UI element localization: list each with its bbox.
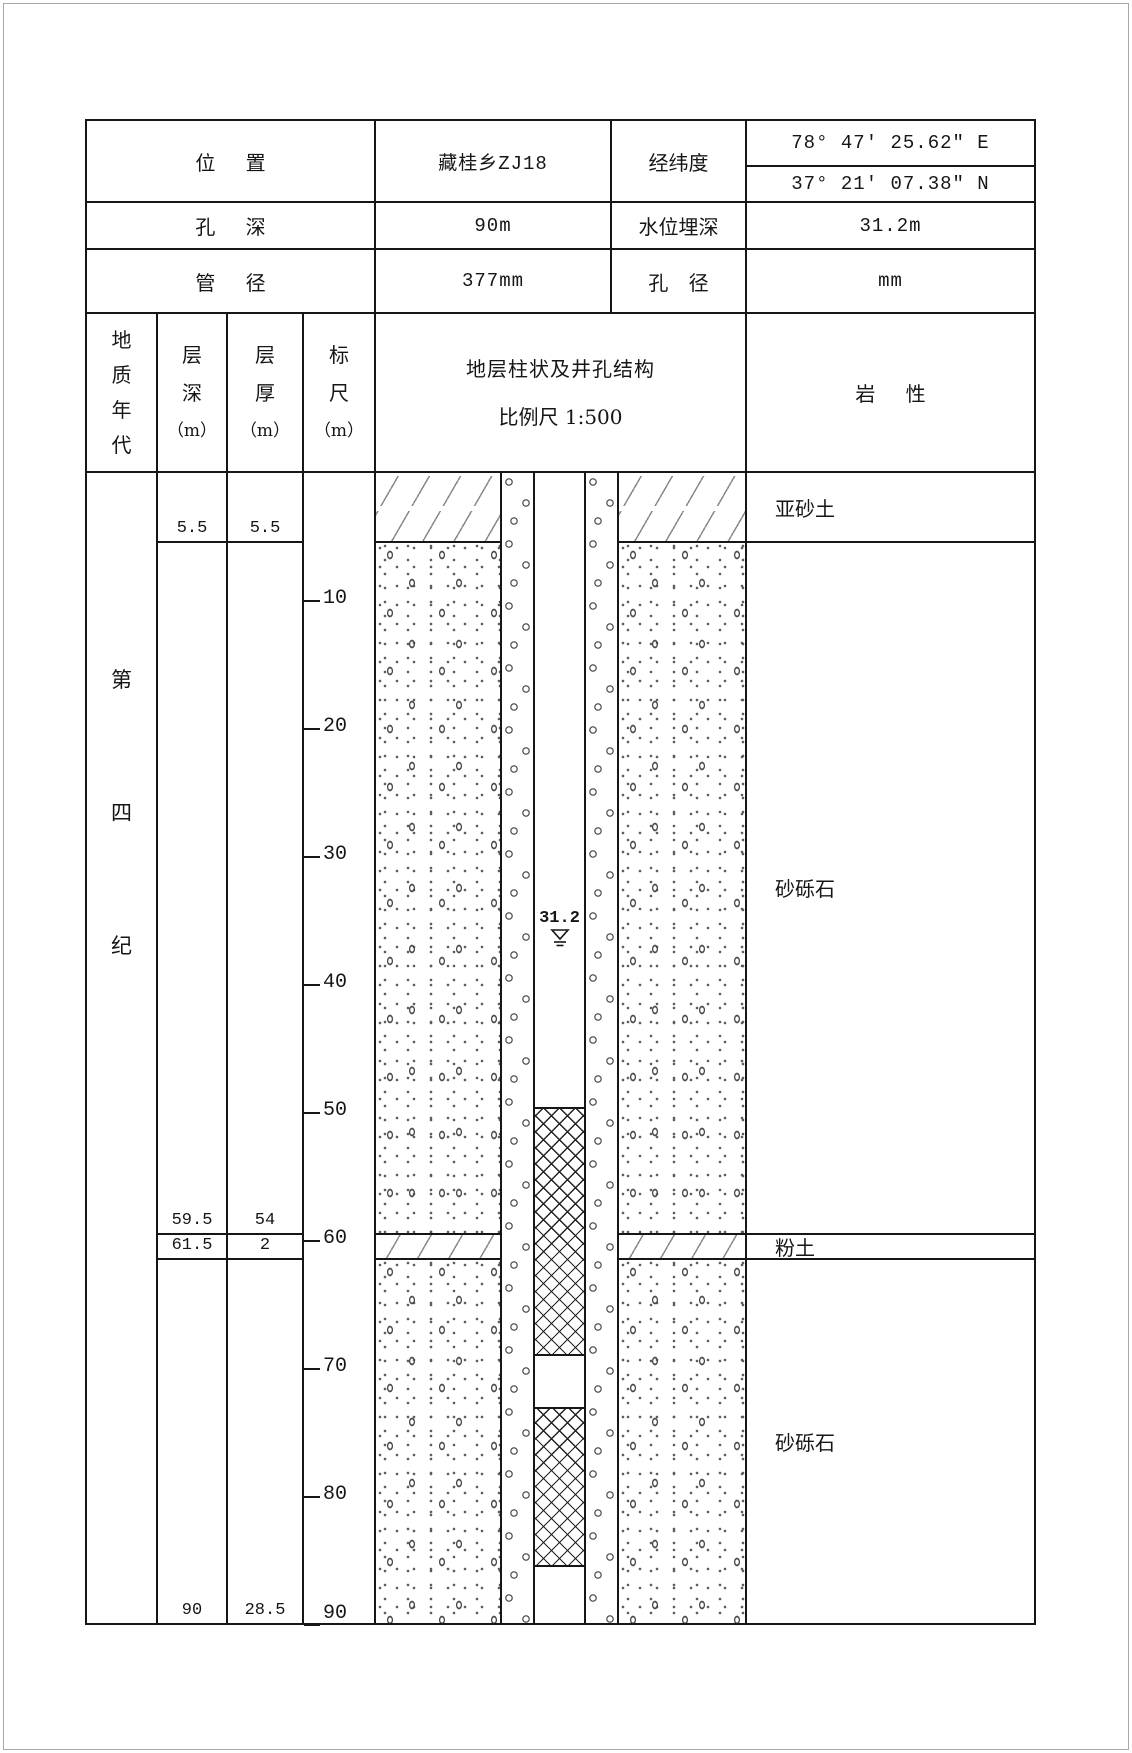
scale-tick-label: 30: [323, 842, 348, 866]
pipe-diameter-label: 管 径: [87, 250, 376, 314]
scale-tick-label: 60: [323, 1226, 348, 1250]
layer-depth-label: 61.5: [158, 1234, 228, 1261]
scale-tick-mark: [304, 1112, 320, 1114]
geologic-age-text: 第四纪: [110, 668, 132, 958]
lithology-header: 岩 性: [747, 314, 1036, 473]
scale-tick-mark: [304, 728, 320, 730]
scale-header-text: 标尺: [329, 342, 349, 405]
geologic-age-header-text: 地质年代: [111, 327, 132, 457]
longitude-value: 78° 47′ 25.62″ E: [747, 121, 1036, 167]
well-screen-section: [535, 1407, 584, 1568]
geologic-age-cell: 第四纪: [87, 473, 158, 1625]
lithology-label: 砂砾石: [775, 1431, 835, 1456]
stratum-gravel-right: [619, 543, 747, 1235]
layer-depth-unit: （m）: [166, 420, 218, 441]
stratum-hatch-left: [376, 473, 502, 544]
water-level-label: 31.2: [539, 909, 580, 928]
page-frame: [3, 3, 1129, 1750]
layer-thickness-header-text: 层厚: [255, 342, 275, 405]
water-depth-label: 水位埋深: [612, 203, 747, 250]
layer-thickness-label: 5.5: [228, 473, 304, 544]
layer-depth-header-text: 层深: [182, 342, 202, 405]
well-screen-section: [535, 1106, 584, 1357]
lithology-label: 粉土: [775, 1235, 815, 1260]
location-value: 藏桂乡ZJ18: [376, 121, 612, 203]
layer-thickness-label: 28.5: [228, 1260, 304, 1625]
stratum-gravel-left: [376, 543, 502, 1235]
layer-thickness-label: 54: [228, 543, 304, 1235]
scale-tick-mark: [304, 856, 320, 858]
scale-tick-label: 80: [323, 1482, 348, 1506]
layer-depth-label: 90: [158, 1260, 228, 1625]
stratum-gravel-left: [376, 1260, 502, 1625]
stratum-hatch-left: [376, 1234, 502, 1261]
scale-unit: （m）: [313, 420, 365, 441]
water-depth-value: 31.2m: [747, 203, 1036, 250]
scale-tick-label: 70: [323, 1354, 348, 1378]
stratum-column-left: [376, 473, 502, 1625]
scale-tick-label: 40: [323, 970, 348, 994]
location-label: 位 置: [87, 121, 376, 203]
scale-header: 标尺 （m）: [304, 314, 376, 473]
scale-tick-label: 50: [323, 1098, 348, 1122]
pipe-diameter-value: 377mm: [376, 250, 612, 314]
lithology-cell: 粉土: [747, 1234, 1036, 1261]
water-level-icon: [550, 929, 570, 947]
well-casing: 31.2: [535, 473, 586, 1625]
lithology-cell: 砂砾石: [747, 1260, 1036, 1625]
stratum-gravel-right: [619, 1260, 747, 1625]
scale-tick-mark: [304, 1368, 320, 1370]
lithology-cell: 亚砂土: [747, 473, 1036, 544]
hole-diameter-label: 孔 径: [612, 250, 747, 314]
hole-depth-label: 孔 深: [87, 203, 376, 250]
gravel-pack-left: [502, 473, 535, 1625]
lithology-cell: 砂砾石: [747, 543, 1036, 1235]
borehole-log-table: 位 置 藏桂乡ZJ18 经纬度 78° 47′ 25.62″ E 37° 21′…: [85, 119, 1036, 1626]
lithology-label: 亚砂土: [775, 496, 835, 521]
layer-depth-label: 59.5: [158, 543, 228, 1235]
stratum-column-right: [619, 473, 747, 1625]
column-structure-title: 地层柱状及井孔结构: [466, 356, 655, 381]
lithology-label: 砂砾石: [775, 877, 835, 902]
scale-tick-mark: [304, 984, 320, 986]
layer-thickness-label: 2: [228, 1234, 304, 1261]
coordinates-label: 经纬度: [612, 121, 747, 203]
column-structure-scale: 比例尺 1:500: [498, 404, 623, 429]
scale-tick-label: 90: [323, 1602, 348, 1625]
scale-tick-label: 10: [323, 586, 348, 610]
depth-scale-column: 10 20 30 40 50 60 70 80 90: [304, 473, 376, 1626]
layer-thickness-header: 层厚 （m）: [228, 314, 304, 473]
latitude-value: 37° 21′ 07.38″ N: [747, 167, 1036, 203]
scale-tick-mark: [304, 600, 320, 602]
scale-tick-mark: [304, 1240, 320, 1242]
stratum-hatch-right: [619, 1234, 747, 1261]
lithology-column: 亚砂土砂砾石粉土砂砾石: [747, 473, 1036, 1625]
geologic-age-header: 地质年代: [87, 314, 158, 473]
scale-tick-mark: [304, 1496, 320, 1498]
gravel-pack-right: [586, 473, 619, 1625]
scale-tick-label: 20: [323, 714, 348, 738]
layer-depth-label: 5.5: [158, 473, 228, 544]
layer-depth-header: 层深 （m）: [158, 314, 228, 473]
scale-tick-mark: [304, 1624, 320, 1626]
layer-thickness-unit: （m）: [239, 420, 291, 441]
hole-depth-value: 90m: [376, 203, 612, 250]
column-structure-header: 地层柱状及井孔结构 比例尺 1:500: [376, 314, 747, 473]
stratum-hatch-right: [619, 473, 747, 544]
hole-diameter-value: mm: [747, 250, 1036, 314]
